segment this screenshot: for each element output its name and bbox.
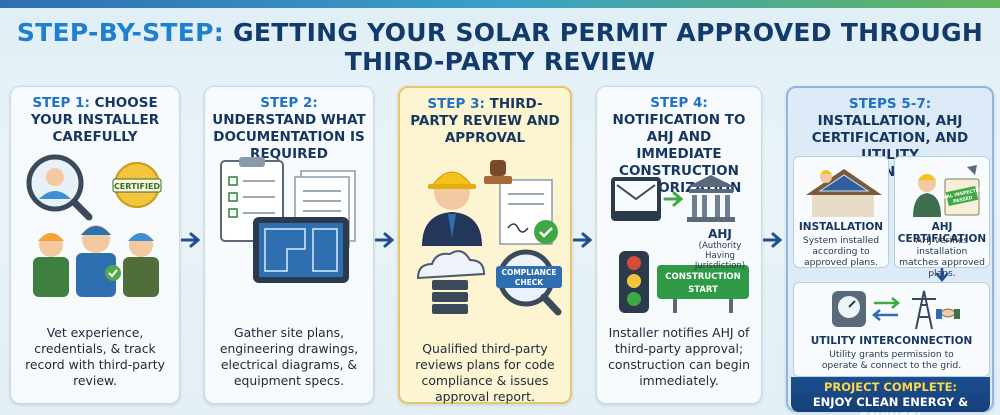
ahj-label: AHJ [708, 227, 732, 241]
installation-description: System installed according to approved p… [802, 235, 880, 268]
steps-5-7-card: STEPS 5-7: INSTALLATION, AHJ CERTIFICATI… [786, 86, 994, 412]
top-gradient-bar [0, 0, 1000, 8]
arrow-down-icon [935, 268, 949, 282]
step-3-title: THIRD-PARTY REVIEW AND APPROVAL [410, 96, 560, 146]
interconnection-panel: UTILITY INTERCONNECTION Utility grants p… [793, 282, 990, 377]
installer-team-illustration: CERTIFIED [26, 154, 162, 297]
cloud-server-icon [416, 250, 486, 314]
step-4-number: STEP 4: [650, 95, 708, 111]
arrow-right-icon [763, 232, 783, 248]
step-1-card: STEP 1: CHOOSE YOUR INSTALLER CAREFULLY … [10, 86, 180, 404]
review-illustration: COMPLIANCE CHECK [416, 160, 562, 316]
title-prefix: STEP-BY-STEP: [16, 18, 225, 47]
step-1-title: CHOOSE YOUR INSTALLER CAREFULLY [30, 95, 160, 145]
svg-text:START: START [688, 285, 718, 295]
step-1-number: STEP 1: [32, 95, 90, 111]
step-2-title: UNDERSTAND WHAT DOCUMENTATION IS REQUIRE… [212, 112, 366, 162]
magnifier-icon [26, 154, 93, 221]
construction-sign-icon: CONSTRUCTION START [657, 265, 749, 313]
step-2-description: Gather site plans, engineering drawings,… [219, 325, 359, 388]
page-title: STEP-BY-STEP: GETTING YOUR SOLAR PERMIT … [0, 18, 1000, 76]
footer-line-1: PROJECT COMPLETE: [823, 380, 958, 394]
solar-roof-icon [806, 169, 882, 217]
arrow-right-green-icon [663, 191, 684, 207]
worker-right [123, 233, 159, 297]
worker-center [76, 225, 121, 297]
engineer-icon [422, 171, 482, 246]
approval-document-icon [499, 179, 558, 245]
documents-illustration [220, 157, 356, 283]
power-tower-icon [912, 290, 936, 330]
step-4-card: STEP 4: NOTIFICATION TO AHJ AND IMMEDIAT… [596, 86, 762, 404]
step-2-card: STEP 2: UNDERSTAND WHAT DOCUMENTATION IS… [204, 86, 374, 404]
interconnection-description: Utility grants permission to operate & c… [821, 349, 962, 371]
compliance-magnifier-icon: COMPLIANCE CHECK [496, 249, 562, 316]
email-icon [611, 177, 661, 221]
certified-badge-icon: CERTIFIED [112, 162, 162, 208]
ahj-sublabel: (Authority Having Jurisdiction) [694, 241, 746, 271]
step-3-heading: STEP 3: THIRD-PARTY REVIEW AND APPROVAL [406, 96, 564, 147]
handshake-icon [936, 308, 960, 319]
inspector-icon: FINAL INSPECTION PASSED [913, 165, 985, 217]
stamp-icon [484, 160, 512, 184]
title-main: GETTING YOUR SOLAR PERMIT APPROVED THROU… [233, 18, 984, 76]
step-2-number: STEP 2: [260, 95, 318, 111]
certification-panel: FINAL INSPECTION PASSED AHJ CERTIFICATIO… [894, 156, 990, 279]
step-3-card: STEP 3: THIRD-PARTY REVIEW AND APPROVAL [398, 86, 572, 404]
installation-panel: INSTALLATION System installed according … [793, 156, 889, 268]
svg-text:CONSTRUCTION: CONSTRUCTION [665, 272, 740, 282]
arrow-right-icon [573, 232, 593, 248]
project-complete-banner: PROJECT COMPLETE: ENJOY CLEAN ENERGY & S… [791, 377, 990, 415]
certification-title: AHJ CERTIFICATION [897, 221, 987, 245]
bidirectional-arrows-icon [872, 297, 900, 321]
installation-title: INSTALLATION [798, 221, 884, 233]
svg-text:PASSED: PASSED [952, 195, 973, 205]
step-1-heading: STEP 1: CHOOSE YOUR INSTALLER CAREFULLY [17, 95, 173, 146]
meter-icon [832, 291, 866, 327]
worker-left [33, 233, 69, 297]
arrow-right-icon [181, 232, 201, 248]
footer-line-2: ENJOY CLEAN ENERGY & SAVINGS! [812, 395, 969, 415]
tablet-blueprint-icon [253, 217, 349, 283]
ahj-label-group: AHJ (Authority Having Jurisdiction) [685, 227, 755, 271]
step-3-description: Qualified third-party reviews plans for … [415, 341, 555, 404]
step-4-description: Installer notifies AHJ of third-party ap… [608, 325, 750, 388]
compliance-badge-text: COMPLIANCE [501, 268, 556, 277]
steps-5-7-number: STEPS 5-7: [848, 96, 932, 112]
step-3-number: STEP 3: [427, 96, 485, 112]
notification-illustration: CONSTRUCTION START [611, 175, 749, 313]
grid-connection-icon [832, 290, 960, 330]
government-building-icon [687, 175, 735, 222]
step-2-heading: STEP 2: UNDERSTAND WHAT DOCUMENTATION IS… [211, 95, 367, 163]
certified-badge-text: CERTIFIED [114, 182, 160, 191]
traffic-light-icon [619, 251, 649, 313]
interconnection-title: UTILITY INTERCONNECTION [810, 335, 973, 347]
svg-text:CHECK: CHECK [515, 278, 544, 287]
arrow-right-icon [375, 232, 395, 248]
step-1-description: Vet experience, credentials, & track rec… [25, 325, 165, 388]
